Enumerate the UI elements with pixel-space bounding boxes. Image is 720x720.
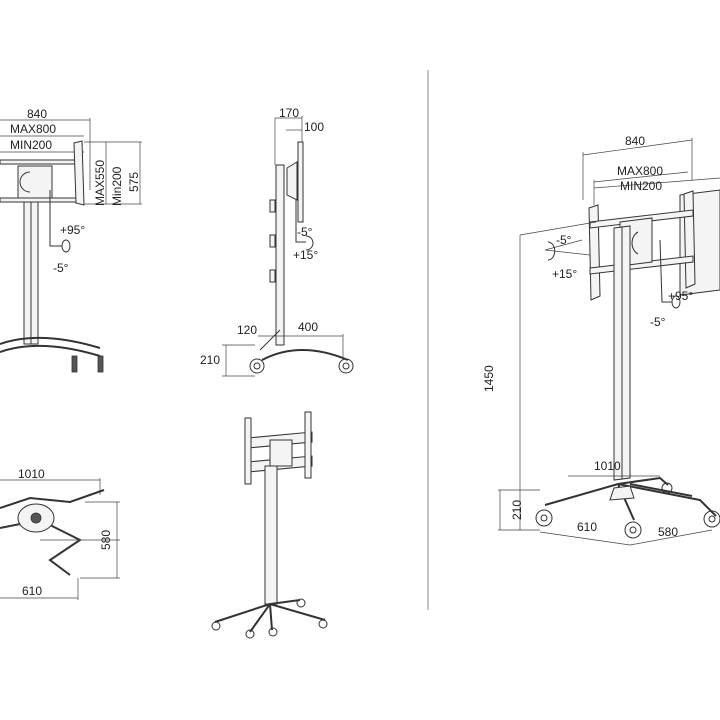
mount-bracket [73, 140, 85, 206]
iso-dim-min200: MIN200 [620, 179, 662, 193]
iso-swivel-minus-5: -5° [650, 315, 666, 329]
iso-dim-max800: MAX800 [617, 164, 663, 178]
iso-dim-580: 580 [658, 525, 678, 539]
dim-575: 575 [127, 172, 141, 192]
dim-max800: MAX800 [10, 122, 56, 136]
mount-plate [17, 165, 53, 199]
top-view: 1010 580 610 [0, 467, 120, 600]
iso-dim-840: 840 [625, 134, 645, 148]
iso-view: 840 MAX800 MIN200 -5° +15° +95° -5° 1450… [482, 134, 720, 546]
iso-dim-610: 610 [577, 520, 597, 534]
tilt-bracket [286, 161, 298, 201]
dim-100: 100 [304, 120, 324, 134]
dim-840: 840 [27, 107, 47, 121]
side-view: 170 100 -5° +15° 120 400 210 [200, 106, 354, 377]
iso-tilt-plus-15: +15° [552, 267, 577, 281]
mount-rail-top [0, 159, 83, 165]
dim-min200-vertical: Min200 [110, 166, 124, 206]
dim-610: 610 [22, 584, 42, 598]
tilt-plus-95: +95° [60, 223, 85, 237]
dim-580: 580 [99, 530, 113, 550]
side-tilt-plus-15: +15° [293, 248, 318, 262]
dim-210: 210 [200, 353, 220, 367]
side-tilt-minus-5: -5° [297, 225, 313, 239]
iso-dim-1450: 1450 [482, 365, 496, 392]
small-iso-view [211, 411, 328, 639]
front-view: 840 MAX800 MIN200 MAX550 Min200 575 +95°… [0, 107, 142, 373]
iso-dim-1010: 1010 [594, 459, 621, 473]
pole-side [275, 164, 285, 346]
dim-170: 170 [279, 106, 299, 120]
mount-rail-bottom [0, 197, 83, 203]
dim-120: 120 [237, 323, 257, 337]
dim-min200: MIN200 [10, 138, 52, 152]
screen-profile [297, 141, 304, 223]
dim-1010: 1010 [18, 467, 45, 481]
tilt-minus-5: -5° [53, 261, 69, 275]
iso-swivel-plus-95: +95° [668, 289, 693, 303]
iso-dim-210: 210 [510, 500, 524, 520]
dim-max550: MAX550 [93, 160, 107, 206]
iso-tilt-minus-5: -5° [556, 233, 572, 247]
dim-400: 400 [298, 320, 318, 334]
